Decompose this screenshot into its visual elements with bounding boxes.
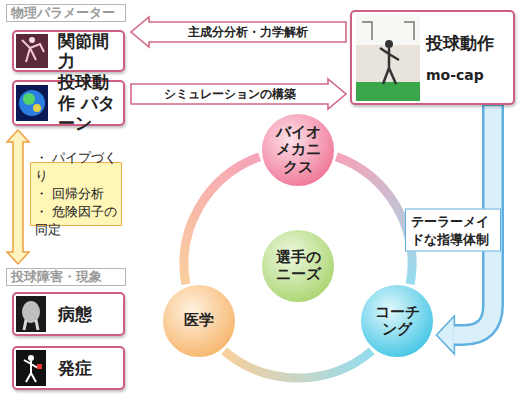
mocap-photo [356,15,420,101]
connector [184,157,260,285]
node-text: 病態 [58,304,123,324]
capture-box: 投球動作 mo-cap [350,10,515,105]
node-text: ・ 危険因子の同定 [35,203,117,239]
connector [131,17,346,47]
circle-fill [261,113,335,187]
node-text: 医学 [184,312,214,329]
icon-mark [37,364,42,369]
joint-force-icon [16,34,48,68]
icon-bg [16,85,48,121]
node-text: 関節間力 [58,31,123,72]
icon-xray [22,301,40,323]
icon-head [28,355,34,361]
node-text: 選手のニーズ [272,249,324,284]
edge-label: シミュレーションの構築 [164,86,296,103]
icon-spot [23,93,35,105]
icon-bg [16,296,46,332]
injury-box: 病態 [12,292,125,336]
ring-arc [184,157,260,285]
node-text: 投球動作 [426,32,513,55]
photo-wall [356,15,420,45]
method-note: ・ パイプづくり・ 回帰分析・ 危険因子の同定 [30,162,122,226]
node-text: バイオメカニクス [272,124,324,176]
parameter-box: 投球動作 パターン [12,80,125,126]
connector [131,79,346,109]
ring-arc [336,157,412,285]
pattern-icon [16,85,48,121]
icon-spot [33,104,41,112]
node-text: ・ パイプづくり [35,149,117,185]
node-text: コーチング [371,304,423,339]
onset-icon [16,350,46,386]
field-circle: 医学 [160,282,238,360]
node-text: ・ 回帰分析 [35,185,117,203]
node-text: mo-cap [426,67,513,83]
field-circle: バイオメカニクス [259,111,337,189]
connector [336,157,412,285]
injury-box: 発症 [12,346,125,390]
icon-globe [19,90,45,116]
arrow-head [436,316,454,354]
photo-bg [356,15,420,101]
double-arrow [7,130,29,264]
icon-figure [24,360,38,382]
photo-head [385,40,393,48]
field-circle: コーチング [358,282,436,360]
photo-figure [380,48,399,84]
connector [7,130,29,264]
node-text: 投球動作 パターン [58,72,123,133]
circle-fill [360,284,434,358]
edge-label: 主成分分析・力学解析 [188,24,308,41]
center-circle: 選手のニーズ [259,227,337,305]
icon-bg [16,34,48,68]
header-text: 物理パラメーター [11,6,125,20]
connector [224,351,372,378]
node-text: 発症 [58,358,123,378]
block-arrow [131,79,346,109]
icon-bone [24,320,38,330]
icon-bg [16,350,46,386]
ring-arc [224,351,372,378]
header-text: 投球障害・現象 [11,270,125,284]
photo-floor [356,82,420,101]
icon-head [29,37,35,43]
pathology-icon [16,296,46,332]
circle-fill [261,229,335,303]
edge-label: テーラーメイドな指導体制 [405,209,501,252]
group-header: 投球障害・現象 [6,268,126,286]
block-arrow [131,17,346,47]
photo-frame [362,22,414,40]
circle-fill [162,284,236,358]
group-header: 物理パラメーター [6,4,126,22]
parameter-box: 関節間力 [12,30,125,72]
icon-figure [22,40,44,62]
